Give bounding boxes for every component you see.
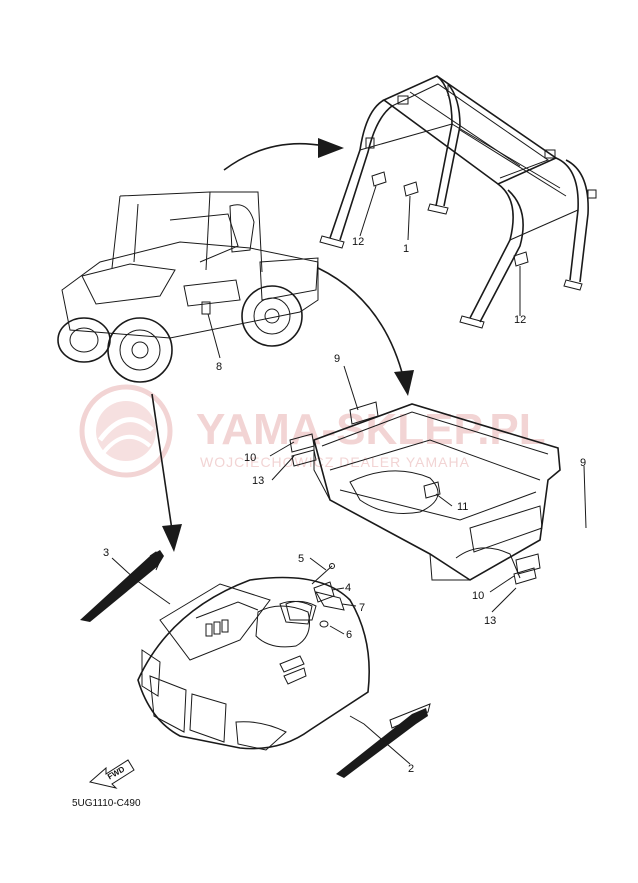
stripe-decal-2 xyxy=(336,708,428,778)
callout-4: 4 xyxy=(345,582,351,594)
callout-12a: 12 xyxy=(352,236,364,248)
vehicle-overview xyxy=(57,191,319,383)
stripe-decal-3 xyxy=(80,550,164,622)
callout-3: 3 xyxy=(103,547,109,559)
callout-2: 2 xyxy=(408,763,414,775)
callout-7: 7 xyxy=(359,602,365,614)
decal-stripes xyxy=(80,550,431,778)
watermark: YAMA-SKLEP.PL WOJCIECHOWICZ DEALER YAMAH… xyxy=(79,384,546,478)
cargo-bed xyxy=(313,403,561,585)
leader-lines xyxy=(111,185,587,765)
watermark-logo xyxy=(79,384,173,478)
decal-9 xyxy=(349,401,379,425)
callout-13b: 13 xyxy=(484,615,496,627)
callout-9b: 9 xyxy=(580,457,586,469)
callout-1: 1 xyxy=(403,243,409,255)
diagram-code: 5UG1110-C490 xyxy=(72,798,141,809)
callout-6: 6 xyxy=(346,629,352,641)
callout-13a: 13 xyxy=(252,475,264,487)
callout-10a: 10 xyxy=(244,452,256,464)
detached-decals xyxy=(289,401,379,467)
watermark-sub-text: WOJCIECHOWICZ DEALER YAMAHA xyxy=(200,454,470,470)
callout-12b: 12 xyxy=(514,314,526,326)
front-hood xyxy=(137,576,370,751)
flow-arrows xyxy=(151,138,414,552)
callout-11: 11 xyxy=(457,501,468,513)
callout-9a: 9 xyxy=(334,353,340,365)
callout-10b: 10 xyxy=(472,590,484,602)
small-parts xyxy=(279,563,345,628)
rops-frame xyxy=(319,75,597,329)
watermark-main-text: YAMA-SKLEP.PL xyxy=(196,405,546,454)
decal-13 xyxy=(291,449,317,467)
fwd-arrow: FWD xyxy=(88,759,135,789)
fwd-label: FWD xyxy=(106,764,126,781)
callout-8: 8 xyxy=(216,361,222,373)
callout-5: 5 xyxy=(298,553,304,565)
callouts: 1 2 3 4 5 6 7 8 9 9 10 10 11 12 12 13 13 xyxy=(103,236,586,775)
decal-10 xyxy=(289,433,315,453)
